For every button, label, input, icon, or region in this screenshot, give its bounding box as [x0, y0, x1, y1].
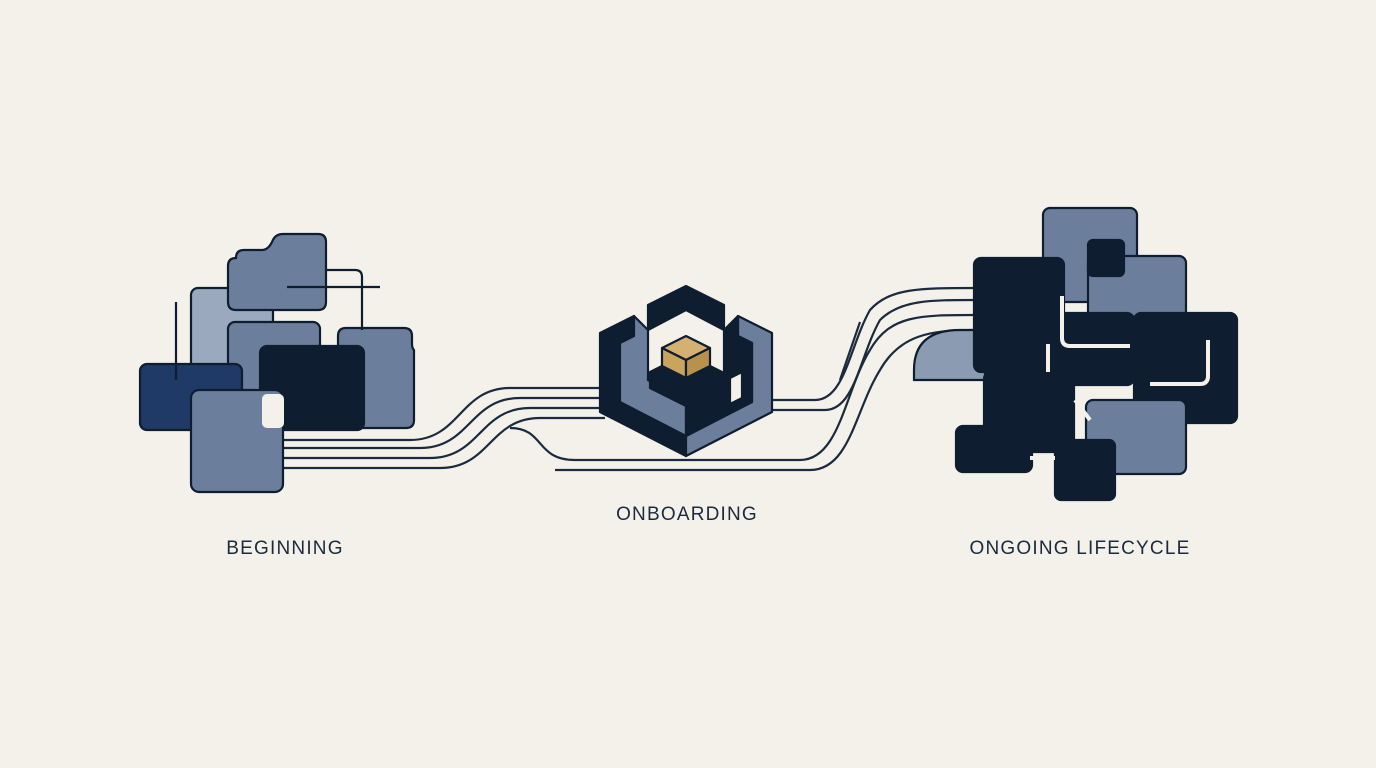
beginning-block-dark [258, 344, 366, 432]
connector-line-1 [283, 396, 605, 450]
container-back-wall [646, 284, 726, 332]
ongoing-light-line-1 [1060, 296, 1130, 348]
gold-cube-right [684, 346, 712, 380]
beginning-folder-top [226, 232, 328, 312]
onboarding-container [598, 284, 774, 458]
beginning-cluster [138, 232, 416, 494]
connector-line-9 [838, 321, 862, 381]
beginning-block-front [189, 388, 285, 494]
ongoing-block-square-small [1086, 238, 1126, 278]
ongoing-light-line-2 [1150, 340, 1210, 386]
ongoing-half-moon [912, 328, 987, 382]
beginning-notch [262, 394, 284, 428]
ongoing-light-line-5 [1073, 398, 1092, 422]
connector-lines [283, 286, 976, 472]
ongoing-block-bottom [1053, 438, 1117, 502]
connector-line-2 [283, 406, 605, 460]
stage-label-ongoing-lifecycle: ONGOING LIFECYCLE [969, 538, 1191, 559]
container-slot-right [728, 370, 744, 406]
ongoing-block-bottom-left [954, 424, 1034, 474]
connector-line-8 [555, 328, 976, 472]
container-inner-right [684, 314, 754, 438]
ongoing-cluster [912, 206, 1239, 502]
connector-line-6 [772, 286, 976, 402]
beginning-accent-line-2 [326, 268, 364, 330]
connector-line-3 [283, 416, 605, 470]
connector-line-7 [772, 298, 976, 412]
connector-line-4 [283, 386, 605, 442]
connector-line-5 [509, 313, 976, 462]
stage-label-onboarding: ONBOARDING [616, 504, 758, 525]
ongoing-block-mid-dark [1030, 311, 1136, 387]
stage-label-beginning: BEGINNING [226, 538, 344, 559]
